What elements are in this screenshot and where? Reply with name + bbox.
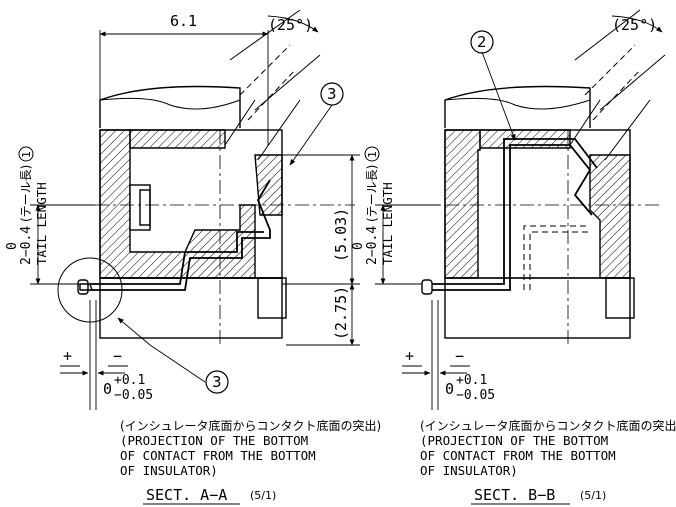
section-b-dimensions — [375, 15, 663, 410]
section-a-cap-outline — [99, 85, 241, 128]
section-b-projection-tolerance: 0 +0.1 −0.05 — [445, 373, 495, 403]
svg-text:+0.1: +0.1 — [456, 373, 487, 388]
section-a-contact — [90, 179, 271, 291]
section-b-minus: − — [455, 347, 464, 365]
svg-text:TAIL LENGTH: TAIL LENGTH — [34, 182, 49, 265]
svg-text:(PROJECTION OF THE BOTTOM: (PROJECTION OF THE BOTTOM — [420, 433, 608, 448]
section-a-dim-top: 6.1 — [170, 12, 197, 30]
section-b-plus: + — [405, 347, 414, 365]
section-a-lower-block — [99, 277, 283, 339]
section-a-tail-length-label: 0 2−0.4 (テール長) 1 TAIL LENGTH — [5, 146, 49, 265]
section-a-dimensions — [30, 15, 360, 410]
section-a-scale: (5/1) — [250, 489, 276, 502]
section-a-drawing — [57, 9, 355, 345]
svg-text:−0.05: −0.05 — [456, 388, 495, 403]
svg-text:(インシュレータ底面からコンタクト底面の突出): (インシュレータ底面からコンタクト底面の突出) — [420, 418, 676, 433]
section-a-projection-tolerance: 0 +0.1 −0.05 — [103, 373, 153, 403]
section-a-callout-top: 3 — [327, 85, 337, 103]
section-b-hatch-right — [589, 154, 631, 279]
svg-text:−0.05: −0.05 — [114, 388, 153, 403]
svg-text:(テール長): (テール長) — [19, 165, 33, 222]
svg-text:2−0.4: 2−0.4 — [365, 226, 380, 265]
svg-text:(PROJECTION OF THE BOTTOM: (PROJECTION OF THE BOTTOM — [120, 433, 308, 448]
section-a-dim-mid: (5.03) — [332, 208, 350, 262]
svg-text:1: 1 — [366, 151, 379, 158]
section-b-title: SECT. B−B — [474, 486, 555, 504]
section-a-angle: (25°) — [268, 16, 313, 34]
section-b-hatch-left — [444, 129, 481, 279]
section-b-cap-outline — [444, 85, 591, 128]
section-a-callout-bottom: 3 — [212, 373, 222, 391]
section-b-scale: (5/1) — [580, 489, 606, 502]
svg-text:(インシュレータ底面からコンタクト底面の突出): (インシュレータ底面からコンタクト底面の突出) — [120, 418, 381, 433]
section-a-title: SECT. A−A — [146, 486, 227, 504]
section-a-hatch-right — [254, 154, 283, 216]
section-b-drawing — [420, 9, 666, 345]
section-b-callout-top: 2 — [477, 33, 487, 51]
svg-text:OF CONTACT FROM THE BOTTOM: OF CONTACT FROM THE BOTTOM — [120, 448, 316, 463]
section-a-caption: (インシュレータ底面からコンタクト底面の突出) (PROJECTION OF T… — [120, 418, 381, 478]
section-b-lower-block — [444, 277, 631, 339]
svg-text:0: 0 — [5, 242, 20, 250]
section-a-hatch-top — [129, 129, 226, 149]
svg-text:0: 0 — [445, 380, 454, 398]
section-a-plus: + — [63, 347, 72, 365]
svg-text:0: 0 — [103, 380, 112, 398]
svg-text:OF INSULATOR): OF INSULATOR) — [420, 463, 518, 478]
svg-text:TAIL LENGTH: TAIL LENGTH — [380, 182, 395, 265]
svg-text:OF INSULATOR): OF INSULATOR) — [120, 463, 218, 478]
svg-text:0: 0 — [351, 242, 366, 250]
section-a-hatch-left — [99, 129, 256, 279]
svg-text:1: 1 — [20, 151, 33, 158]
svg-text:+0.1: +0.1 — [114, 373, 145, 388]
svg-text:2−0.4: 2−0.4 — [19, 226, 34, 265]
svg-text:OF CONTACT FROM THE BOTTOM: OF CONTACT FROM THE BOTTOM — [420, 448, 616, 463]
section-b-angle: (25°) — [612, 16, 657, 34]
svg-text:(テール長): (テール長) — [365, 165, 379, 222]
section-b-caption: (インシュレータ底面からコンタクト底面の突出) (PROJECTION OF T… — [420, 418, 676, 478]
section-a-dim-low: (2.75) — [332, 286, 350, 340]
section-a-minus: − — [113, 347, 122, 365]
section-b-cable — [569, 9, 666, 161]
section-b-tail-length-label: 0 2−0.4 (テール長) 1 TAIL LENGTH — [351, 146, 395, 265]
